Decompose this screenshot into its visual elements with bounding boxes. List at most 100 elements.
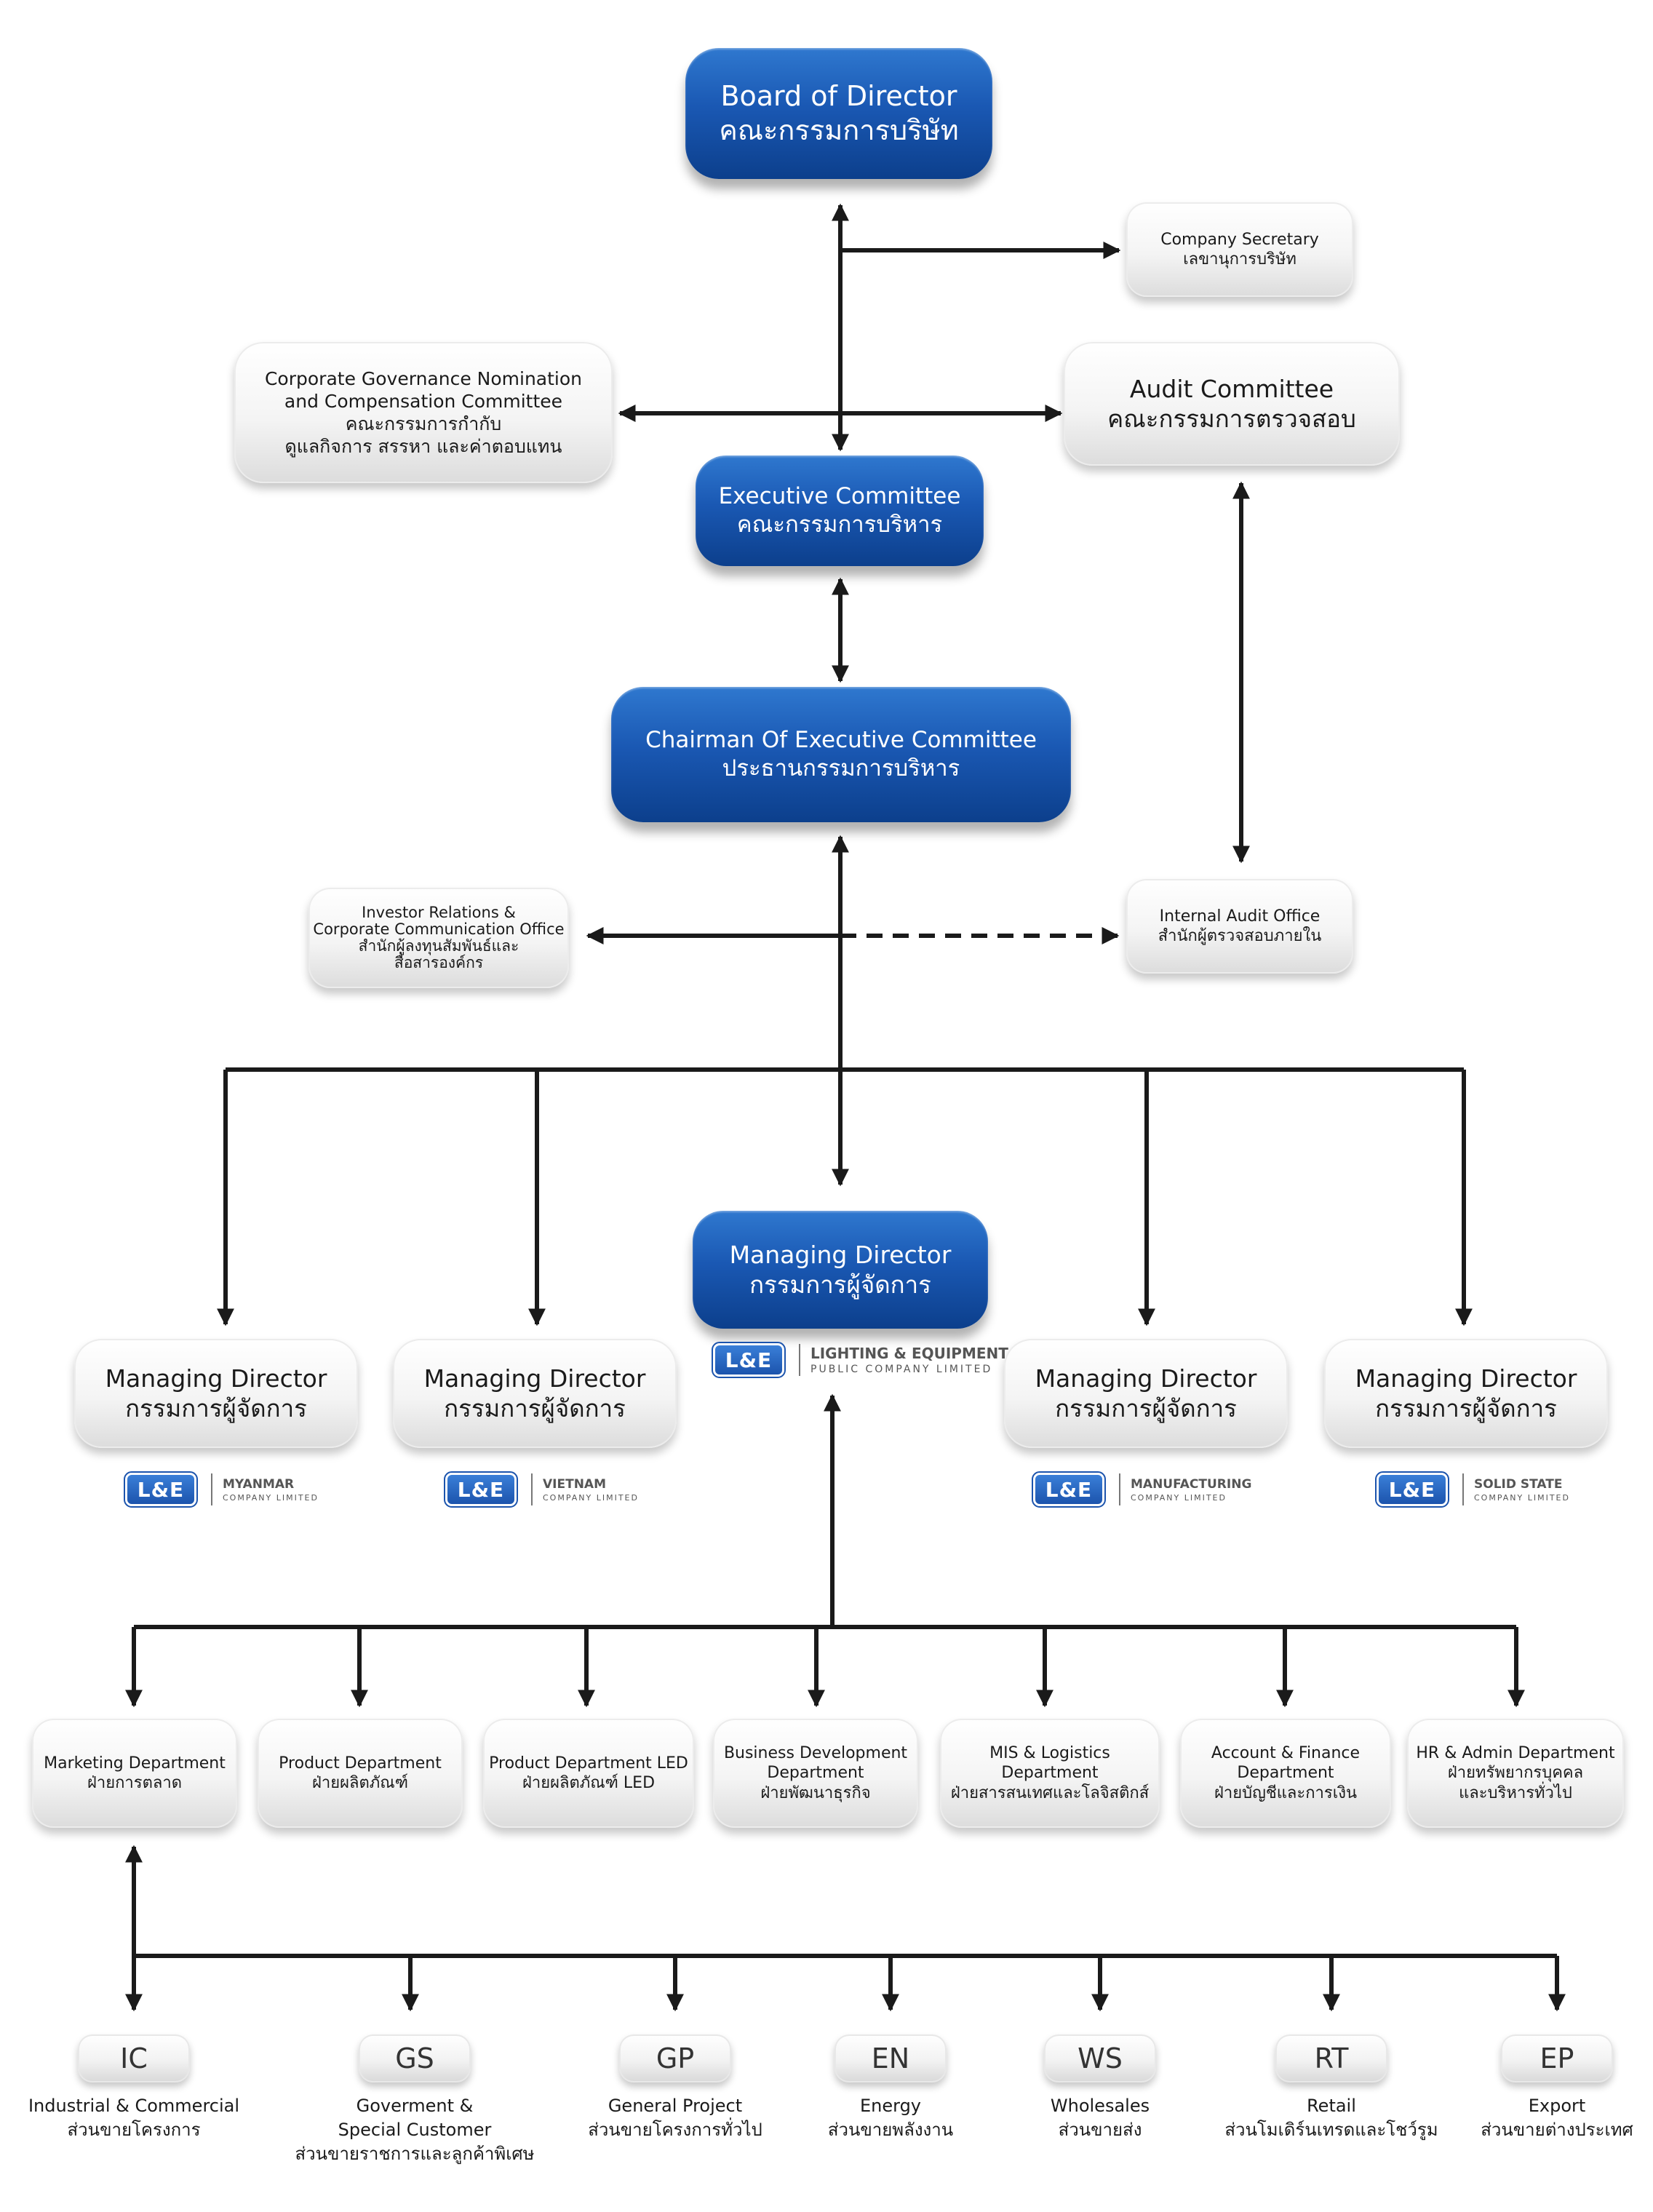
subsidiary-md-box-manufacturing: Managing Director กรรมการผู้จัดการ [1004, 1339, 1288, 1448]
department-line-3: ฝ่ายพัฒนาธุรกิจ [760, 1783, 871, 1802]
subsidiary-title-en: Managing Director [1355, 1364, 1577, 1393]
executive-title-en: Executive Committee [718, 483, 961, 510]
executive-title-th: คณะกรรมการบริหาร [736, 512, 943, 538]
channel-pill-gs: GS [359, 2034, 471, 2082]
board-of-director-box: Board of Director คณะกรรมการบริษัท [685, 48, 992, 179]
caption-line-1: Export [1528, 2096, 1586, 2116]
logo-separator [531, 1473, 533, 1505]
audit-title-th: คณะกรรมการตรวจสอบ [1107, 405, 1356, 433]
cg-line-3: คณะกรรมการกำกับ [345, 413, 502, 434]
department-line-2: Department [767, 1764, 864, 1783]
internal-audit-title-en: Internal Audit Office [1159, 907, 1321, 926]
subsidiary-md-box-vietnam: Managing Director กรรมการผู้จัดการ [393, 1339, 677, 1448]
subsidiary-logo-solid-state: L&E SOLID STATE COMPANY LIMITED [1375, 1471, 1570, 1508]
caption-line-2: ส่วนขายพลังงาน [827, 2120, 954, 2141]
channel-pill-ws: WS [1044, 2034, 1156, 2082]
main-company-logo: L&E LIGHTING & EQUIPMENT PUBLIC COMPANY … [712, 1342, 1008, 1378]
subsidiary-logo-name: MANUFACTURING [1131, 1476, 1252, 1492]
channel-pill-en: EN [835, 2034, 947, 2082]
logo-separator [1119, 1473, 1120, 1505]
department-box-account-finance: Account & Finance Department ฝ่ายบัญชีแล… [1180, 1719, 1391, 1828]
executive-committee-box: Executive Committee คณะกรรมการบริหาร [696, 455, 984, 566]
caption-line-1: Retail [1307, 2096, 1356, 2116]
department-line-2: ฝ่ายทรัพยากรบุคคล [1447, 1764, 1584, 1783]
department-line-1: Product Department [279, 1754, 442, 1773]
caption-line-1: Goverment & [356, 2096, 474, 2116]
main-logo-name: LIGHTING & EQUIPMENT [810, 1345, 1008, 1362]
subsidiary-title-th: กรรมการผู้จัดการ [1375, 1394, 1557, 1423]
subsidiary-title-en: Managing Director [423, 1364, 646, 1393]
le-logo-badge: L&E [444, 1471, 518, 1508]
md-main-title-en: Managing Director [729, 1240, 952, 1269]
internal-audit-title-th: สำนักผู้ตรวจสอบภายใน [1158, 927, 1322, 945]
department-line-2: ฝ่ายผลิตภัณฑ์ [312, 1774, 408, 1792]
channel-caption-gs: Goverment & Special Customer ส่วนขายราชก… [269, 2094, 560, 2166]
channel-pill-rt: RT [1275, 2034, 1387, 2082]
ir-line-2: Corporate Communication Office [313, 920, 565, 938]
audit-title-en: Audit Committee [1129, 374, 1334, 403]
subsidiary-md-box-solid-state: Managing Director กรรมการผู้จัดการ [1324, 1339, 1608, 1448]
le-logo-badge: L&E [124, 1471, 198, 1508]
caption-line-2: ส่วนขายโครงการ [67, 2120, 201, 2141]
logo-separator [211, 1473, 212, 1505]
caption-line-1: Energy [859, 2096, 922, 2116]
logo-separator [1462, 1473, 1464, 1505]
department-line-1: Product Department LED [489, 1754, 688, 1773]
secretary-title-th: เลขานุการบริษัท [1183, 250, 1296, 268]
logo-separator [799, 1344, 800, 1376]
department-line-3: ฝ่ายบัญชีและการเงิน [1214, 1783, 1358, 1802]
chairman-box: Chairman Of Executive Committee ประธานกร… [611, 687, 1071, 822]
company-secretary-box: Company Secretary เลขานุการบริษัท [1126, 202, 1353, 297]
subsidiary-title-en: Managing Director [1035, 1364, 1257, 1393]
subsidiary-logo-manufacturing: L&E MANUFACTURING COMPANY LIMITED [1032, 1471, 1252, 1508]
caption-line-2: ส่วนขายโครงการทั่วไป [588, 2120, 762, 2141]
main-logo-sub: PUBLIC COMPANY LIMITED [810, 1364, 993, 1375]
subsidiary-title-th: กรรมการผู้จัดการ [1055, 1394, 1237, 1423]
subsidiary-logo-sub: COMPANY LIMITED [223, 1492, 319, 1503]
department-line-1: HR & Admin Department [1416, 1743, 1615, 1762]
subsidiary-logo-name: MYANMAR [223, 1476, 295, 1492]
channel-caption-rt: Retail ส่วนโมเดิร์นเทรดและโชว์รูม [1186, 2094, 1477, 2142]
subsidiary-logo-sub: COMPANY LIMITED [543, 1492, 639, 1503]
caption-line-1: Wholesales [1050, 2096, 1150, 2116]
caption-line-1: Industrial & Commercial [28, 2096, 240, 2116]
department-line-3: และบริหารทั่วไป [1459, 1783, 1572, 1802]
channel-caption-ep: Export ส่วนขายต่างประเทศ [1411, 2094, 1653, 2142]
department-box-product-led: Product Department LED ฝ่ายผลิตภัณฑ์ LED [483, 1719, 694, 1828]
channel-caption-ic: Industrial & Commercial ส่วนขายโครงการ [0, 2094, 279, 2142]
subsidiary-title-th: กรรมการผู้จัดการ [444, 1394, 626, 1423]
department-line-2: ฝ่ายผลิตภัณฑ์ LED [522, 1774, 656, 1792]
department-line-1: Account & Finance [1211, 1743, 1361, 1762]
subsidiary-title-en: Managing Director [105, 1364, 327, 1393]
ir-line-1: Investor Relations & [362, 903, 516, 921]
caption-line-2: ส่วนขายส่ง [1058, 2120, 1142, 2141]
caption-line-2: Special Customer [338, 2120, 492, 2141]
cg-committee-box: Corporate Governance Nomination and Comp… [234, 342, 613, 483]
channel-caption-ws: Wholesales ส่วนขายส่ง [955, 2094, 1246, 2142]
channel-caption-en: Energy ส่วนขายพลังงาน [745, 2094, 1036, 2142]
department-line-2: Department [1237, 1764, 1334, 1783]
board-title-th: คณะกรรมการบริษัท [719, 114, 959, 146]
channel-pill-ic: IC [78, 2034, 190, 2082]
chairman-title-th: ประธานกรรมการบริหาร [722, 755, 960, 781]
cg-line-2: and Compensation Committee [284, 390, 563, 412]
le-logo-badge: L&E [712, 1342, 786, 1378]
subsidiary-title-th: กรรมการผู้จัดการ [125, 1394, 307, 1423]
subsidiary-logo-sub: COMPANY LIMITED [1131, 1492, 1227, 1503]
internal-audit-box: Internal Audit Office สำนักผู้ตรวจสอบภาย… [1126, 879, 1353, 974]
subsidiary-logo-name: VIETNAM [543, 1476, 606, 1492]
chairman-title-en: Chairman Of Executive Committee [645, 727, 1037, 754]
caption-line-2: ส่วนขายต่างประเทศ [1481, 2120, 1633, 2141]
ir-line-3: สำนักผู้ลงทุนสัมพันธ์และ [358, 937, 519, 955]
subsidiary-md-box-myanmar: Managing Director กรรมการผู้จัดการ [74, 1339, 358, 1448]
subsidiary-logo-name: SOLID STATE [1474, 1476, 1563, 1492]
ir-line-4: สื่อสารองค์กร [394, 954, 484, 972]
managing-director-main-box: Managing Director กรรมการผู้จัดการ [693, 1211, 988, 1329]
department-box-product: Product Department ฝ่ายผลิตภัณฑ์ [258, 1719, 463, 1828]
department-line-1: Business Development [723, 1743, 908, 1762]
department-line-2: ฝ่ายการตลาด [87, 1774, 183, 1792]
department-line-1: MIS & Logistics [989, 1743, 1110, 1762]
le-logo-badge: L&E [1375, 1471, 1449, 1508]
